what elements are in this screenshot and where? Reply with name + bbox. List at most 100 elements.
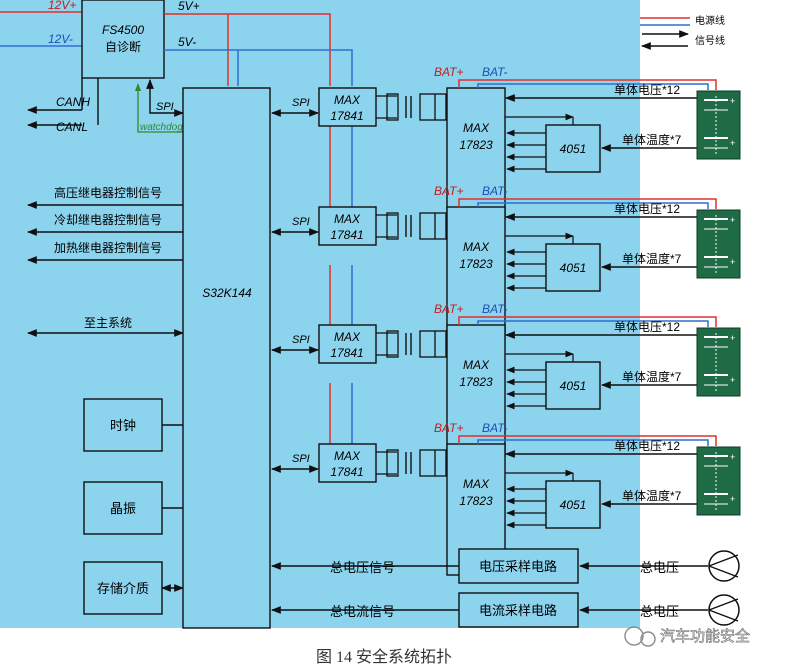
total-current-input-label: 总电压: [640, 604, 679, 619]
max17841-block: [318, 443, 377, 483]
cell-voltage-label: 单体电压*12: [614, 439, 680, 453]
watermark: 汽车功能安全: [624, 626, 750, 647]
clock-block: [83, 398, 163, 452]
max17823-label: MAX: [463, 477, 490, 491]
current-sensor-icon: [708, 594, 740, 626]
clock-label: 时钟: [110, 418, 136, 433]
rail-5v-minus: [164, 49, 353, 86]
max17823-label: MAX: [463, 358, 490, 372]
cell-temperature-label: 单体温度*7: [622, 488, 682, 503]
spi-label: SPI: [292, 453, 310, 465]
svg-text:+: +: [730, 96, 735, 106]
battery-pack-icon: ++: [696, 209, 741, 279]
isolation-capacitor-icon: [386, 93, 399, 121]
isolation-transformer-icon: [419, 330, 447, 358]
svg-text:+: +: [730, 494, 735, 504]
max17841-label: MAX: [334, 212, 361, 226]
max17823-number: 17823: [459, 138, 493, 152]
svg-text:+: +: [730, 215, 735, 225]
bat-minus-line: [477, 320, 709, 327]
bat-minus-line: [477, 83, 709, 90]
bat-minus-label: BAT-: [482, 421, 507, 435]
bat-plus-line: [458, 435, 717, 446]
cell-temperature-label: 单体温度*7: [622, 132, 682, 147]
cell-voltage-label: 单体电压*12: [614, 320, 680, 334]
isolation-capacitor-icon: [386, 330, 399, 358]
bat-minus-line: [477, 439, 709, 446]
max17841-label: MAX: [334, 93, 361, 107]
max17841-label: MAX: [334, 330, 361, 344]
cell-temperature-label: 单体温度*7: [622, 251, 682, 266]
bat-minus-label: BAT-: [482, 302, 507, 316]
isolation-transformer-icon: [419, 93, 447, 121]
bat-plus-line: [458, 316, 717, 327]
mux-4051-block: [545, 124, 601, 173]
cool-relay-label: 冷却继电器控制信号: [54, 213, 162, 227]
bat-plus-line: [458, 79, 717, 90]
mux-4051-label: 4051: [560, 142, 587, 156]
mcu-label: S32K144: [202, 286, 252, 300]
isolation-capacitor-icon: [386, 212, 399, 240]
bat-minus-label: BAT-: [482, 65, 507, 79]
bat-minus-label: BAT-: [482, 184, 507, 198]
watchdog-line: [134, 83, 183, 133]
svg-text:+: +: [730, 452, 735, 462]
max17823-number: 17823: [459, 375, 493, 389]
watchdog-label: watchdog: [140, 122, 183, 133]
storage-label: 存储介质: [97, 581, 149, 596]
isolation-capacitor-icon: [386, 449, 399, 477]
label-5v-minus: 5V-: [178, 35, 196, 49]
cell-temperature-label: 单体温度*7: [622, 369, 682, 384]
max17823-label: MAX: [463, 121, 490, 135]
mux-4051-label: 4051: [560, 261, 587, 275]
max17841-power-chain: [329, 126, 353, 444]
voltage-sampling-label: 电压采样电路: [479, 559, 557, 574]
max17841-number: 17841: [330, 346, 363, 360]
current-sampling-block: [458, 592, 579, 628]
fs-spi-label: SPI: [156, 101, 174, 113]
max17823-number: 17823: [459, 257, 493, 271]
bat-plus-line: [458, 198, 717, 209]
legend-power-label: 电源线: [695, 14, 725, 27]
max17841-label: MAX: [334, 449, 361, 463]
bat-plus-label: BAT+: [434, 184, 463, 198]
fs-spi-line: [146, 79, 184, 117]
legend: 电源线 信号线: [640, 14, 725, 50]
svg-text:+: +: [730, 257, 735, 267]
total-voltage-input-label: 总电压: [640, 560, 679, 575]
isolation-transformer-icon: [419, 212, 447, 240]
max17841-number: 17841: [330, 465, 363, 479]
max17823-block: [446, 87, 506, 220]
spi-label: SPI: [292, 334, 310, 346]
canh-label: CANH: [56, 95, 90, 109]
figure-caption: 图 14 安全系统拓扑: [316, 648, 452, 666]
svg-text:+: +: [730, 333, 735, 343]
cell-voltage-label: 单体电压*12: [614, 83, 680, 97]
mux-4051-block: [545, 480, 601, 529]
legend-signal-label: 信号线: [695, 34, 725, 47]
total-current-signal-label: 总电流信号: [330, 604, 395, 619]
max17841-block: [318, 324, 377, 364]
battery-pack-icon: ++: [696, 90, 741, 160]
svg-text:+: +: [730, 375, 735, 385]
battery-pack-icon: ++: [696, 446, 741, 516]
battery-pack-icon: ++: [696, 327, 741, 397]
watermark-text: 汽车功能安全: [660, 627, 750, 645]
spi-label: SPI: [292, 97, 310, 109]
current-sampling-label: 电流采样电路: [479, 603, 557, 618]
crystal-label: 晶振: [110, 501, 136, 516]
mux-4051-label: 4051: [560, 379, 587, 393]
max17823-label: MAX: [463, 240, 490, 254]
crystal-block: [83, 481, 163, 535]
heat-relay-label: 加热继电器控制信号: [54, 241, 162, 255]
max17841-block: [318, 206, 377, 246]
mcu-s32k144: [182, 87, 271, 629]
main-system-label: 至主系统: [84, 316, 132, 330]
bat-minus-line: [477, 202, 709, 209]
fs4500-label: FS4500: [102, 23, 144, 37]
